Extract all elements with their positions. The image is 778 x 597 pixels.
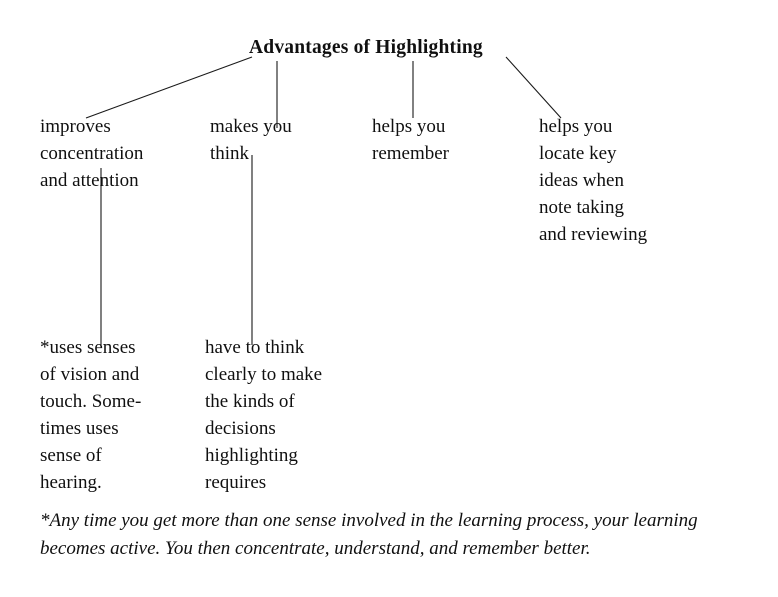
branch-label-makes-you-think: makes you think (210, 116, 292, 164)
connector-title-to-branch-3 (505, 56, 562, 119)
detail-label-uses-senses: *uses senses of vision and touch. Some- … (40, 337, 142, 493)
branch-label-improves-concentration: improves concentration and attention (40, 116, 144, 191)
detail-label-have-to-think: have to think clearly to make the kinds … (205, 337, 323, 493)
branch-label-helps-you-locate-key-ideas: helps you locate key ideas when note tak… (539, 116, 648, 245)
connector-title-to-branch-0 (85, 56, 253, 119)
footnote-text: *Any time you get more than one sense in… (40, 510, 698, 559)
branch-label-helps-you-remember: helps you remember (372, 116, 450, 164)
page-title: Advantages of Highlighting (249, 37, 483, 58)
